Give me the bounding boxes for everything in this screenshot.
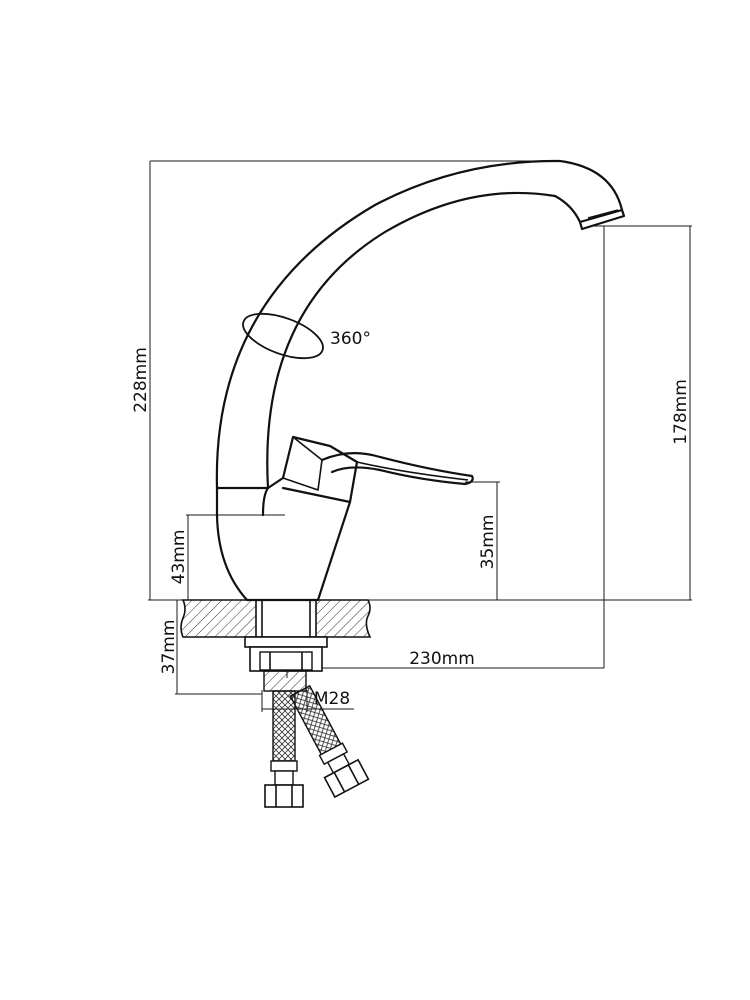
label-lever-height: 35mm (478, 515, 498, 570)
faucet-body (215, 159, 626, 602)
counter-top (180, 599, 372, 638)
label-rotation: 360° (330, 329, 371, 349)
label-reach: 230mm (409, 649, 475, 669)
label-thread: M28 (314, 689, 350, 709)
label-total-height: 228mm (131, 347, 151, 413)
label-base-height: 43mm (169, 530, 189, 585)
water-hoses (264, 684, 370, 808)
rotation-indicator (242, 312, 324, 360)
mounting-nut (244, 636, 328, 692)
label-spout-height: 178mm (671, 379, 691, 445)
label-below-counter: 37mm (159, 620, 179, 675)
dimension-labels: 228mm 178mm 43mm 35mm 37mm 230mm M28 360… (131, 329, 691, 709)
